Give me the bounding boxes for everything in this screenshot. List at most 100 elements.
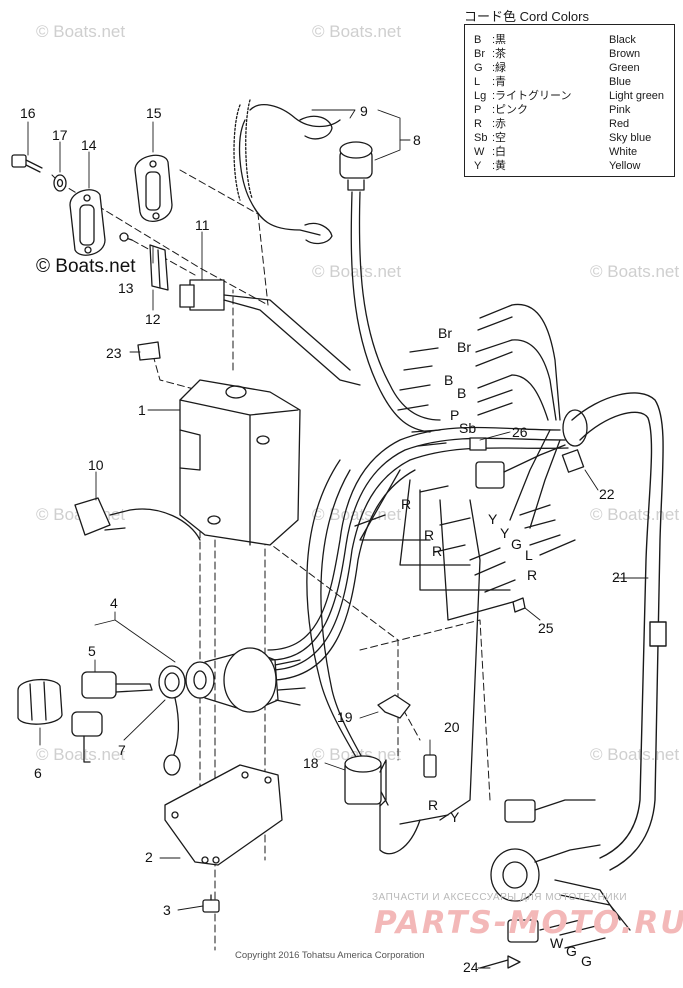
legend-row: Br :茶 Brown [474,47,669,61]
legend-code: P [474,104,482,116]
plug-11 [179,279,361,386]
legend-jp: :ライトグリーン [492,90,572,102]
part-label-25: 25 [538,620,554,636]
label-plate-23 [137,341,161,361]
legend-jp: :空 [492,132,507,144]
clip-25 [512,597,526,613]
part-label-5: 5 [88,643,96,659]
legend-code: Y [474,160,482,172]
part-label-1: 1 [138,402,146,418]
legend-en: Blue [609,76,632,88]
wire-label: P [450,407,459,423]
part-label-24: 24 [463,959,479,975]
part-label-3: 3 [163,902,171,918]
wire-label: G [566,943,577,959]
part-label-9: 9 [360,103,368,119]
legend-code: Br [474,48,485,60]
legend-row: Lg :ライトグリーン Light green [474,89,669,103]
wire-label: B [457,385,466,401]
legend-jp: :青 [492,76,507,88]
legend-jp: :黄 [492,160,507,172]
copyright: Copyright 2016 Tohatsu America Corporati… [235,950,425,961]
wire-label: Br [438,325,452,341]
key-holder-6 [17,679,63,725]
terminals-middle [354,429,576,593]
legend-en: Brown [609,48,641,60]
part-label-23: 23 [106,345,122,361]
wire-label: R [527,567,537,583]
legend-code: W [474,146,485,158]
lower-right-connectors [479,799,631,969]
legend-en: Yellow [609,160,641,172]
wire-label: R [432,543,442,559]
legend-en: Pink [609,104,631,116]
watermark: © Boats.net [36,745,126,764]
switch-box-1 [179,379,301,546]
legend-jp: :赤 [492,118,507,130]
wire-label: R [424,527,434,543]
legend-jp: :白 [492,146,507,158]
watermark: © Boats.net [36,22,126,41]
part-label-19: 19 [337,709,353,725]
legend-en: White [609,146,638,158]
part-label-14: 14 [81,137,97,153]
parts-logo: PARTS-MOTO.RU [374,905,683,941]
leader-lines [27,109,649,969]
watermark: © Boats.net [590,262,680,281]
legend-code: R [474,118,482,130]
watermark: © Boats.net [312,22,402,41]
part-label-4: 4 [110,595,118,611]
cap-7 [158,665,186,776]
wire-label: B [444,372,453,388]
connector-26 [469,437,566,489]
legend-jp: :ピンク [492,104,529,116]
legend-code: B [474,34,482,46]
legend-jp: :茶 [492,48,507,60]
part-label-12: 12 [145,311,161,327]
legend-row: P :ピンク Pink [474,103,669,117]
watermark: © Boats.net [312,505,402,524]
wire-label: Br [457,339,471,355]
lower-wires [306,459,521,855]
watermark-dark: © Boats.net [36,256,136,277]
legend-code: Lg [474,90,487,102]
part-label-7: 7 [118,742,126,758]
terminals-bottom [399,814,606,949]
watermark: © Boats.net [590,505,680,524]
legend-en: Sky blue [609,132,652,144]
coil-18 [344,755,387,807]
part-label-21: 21 [612,569,628,585]
legend-jp: :緑 [492,62,507,74]
legend-row: W :白 White [474,145,669,159]
legend-en: Light green [609,90,665,102]
terminals-upper [397,303,561,447]
bracket-12 [119,232,169,291]
parts-tagline: ЗАПЧАСТИ И АКСЕССУАРЫ ДЛЯ МОТОТЕХНИКИ [372,892,628,903]
part-label-22: 22 [599,486,615,502]
legend-row: Y :黄 Yellow [474,159,669,173]
part-label-16: 16 [20,105,36,121]
watermark: © Boats.net [312,262,402,281]
wire-label: G [511,536,522,552]
part-label-6: 6 [34,765,42,781]
grommet-22 [561,409,588,473]
clamp-19 [377,694,411,719]
plate-2 [164,764,283,866]
wire-label: W [550,935,564,951]
part-label-8: 8 [413,132,421,148]
part-label-17: 17 [52,127,68,143]
legend-en: Black [609,34,636,46]
screw-20 [423,754,437,778]
wire-label: Y [500,525,510,541]
screw-16 [11,154,43,173]
part-label-20: 20 [444,719,460,735]
part-label-13: 13 [118,280,134,296]
watermark: © Boats.net [312,745,402,764]
legend-code: G [474,62,483,74]
part-label-15: 15 [146,105,162,121]
screw-3 [202,894,220,913]
